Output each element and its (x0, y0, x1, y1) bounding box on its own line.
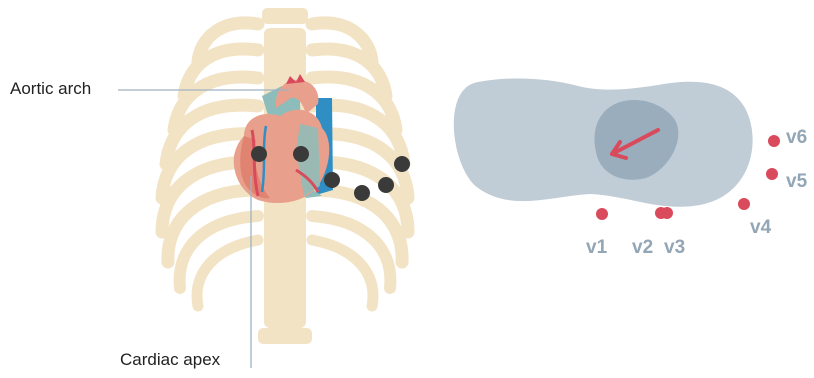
heart (234, 74, 333, 203)
lead-dot-v3 (661, 207, 673, 219)
electrode-v4 (354, 185, 370, 201)
lead-label-v6: v6 (786, 127, 807, 149)
rib-left-9 (197, 240, 258, 306)
rib-right-9 (312, 240, 373, 306)
electrode-v1 (251, 146, 267, 162)
electrode-v3 (324, 172, 340, 188)
lead-label-v2: v2 (632, 237, 653, 259)
torso-cross-section (454, 79, 780, 220)
electrode-v2 (293, 146, 309, 162)
lead-label-v3: v3 (664, 237, 685, 259)
lead-label-v4: v4 (750, 217, 771, 239)
electrode-v5 (378, 177, 394, 193)
lead-dot-v6 (768, 135, 780, 147)
lead-dot-v4 (738, 198, 750, 210)
lead-dot-v5 (766, 168, 778, 180)
lead-label-v5: v5 (786, 171, 807, 193)
lead-dot-v1 (596, 208, 608, 220)
aortic-arch-label: Aortic arch (10, 79, 91, 99)
cardiac-apex-label: Cardiac apex (120, 350, 220, 370)
electrode-v6 (394, 156, 410, 172)
lead-label-v1: v1 (586, 237, 607, 259)
